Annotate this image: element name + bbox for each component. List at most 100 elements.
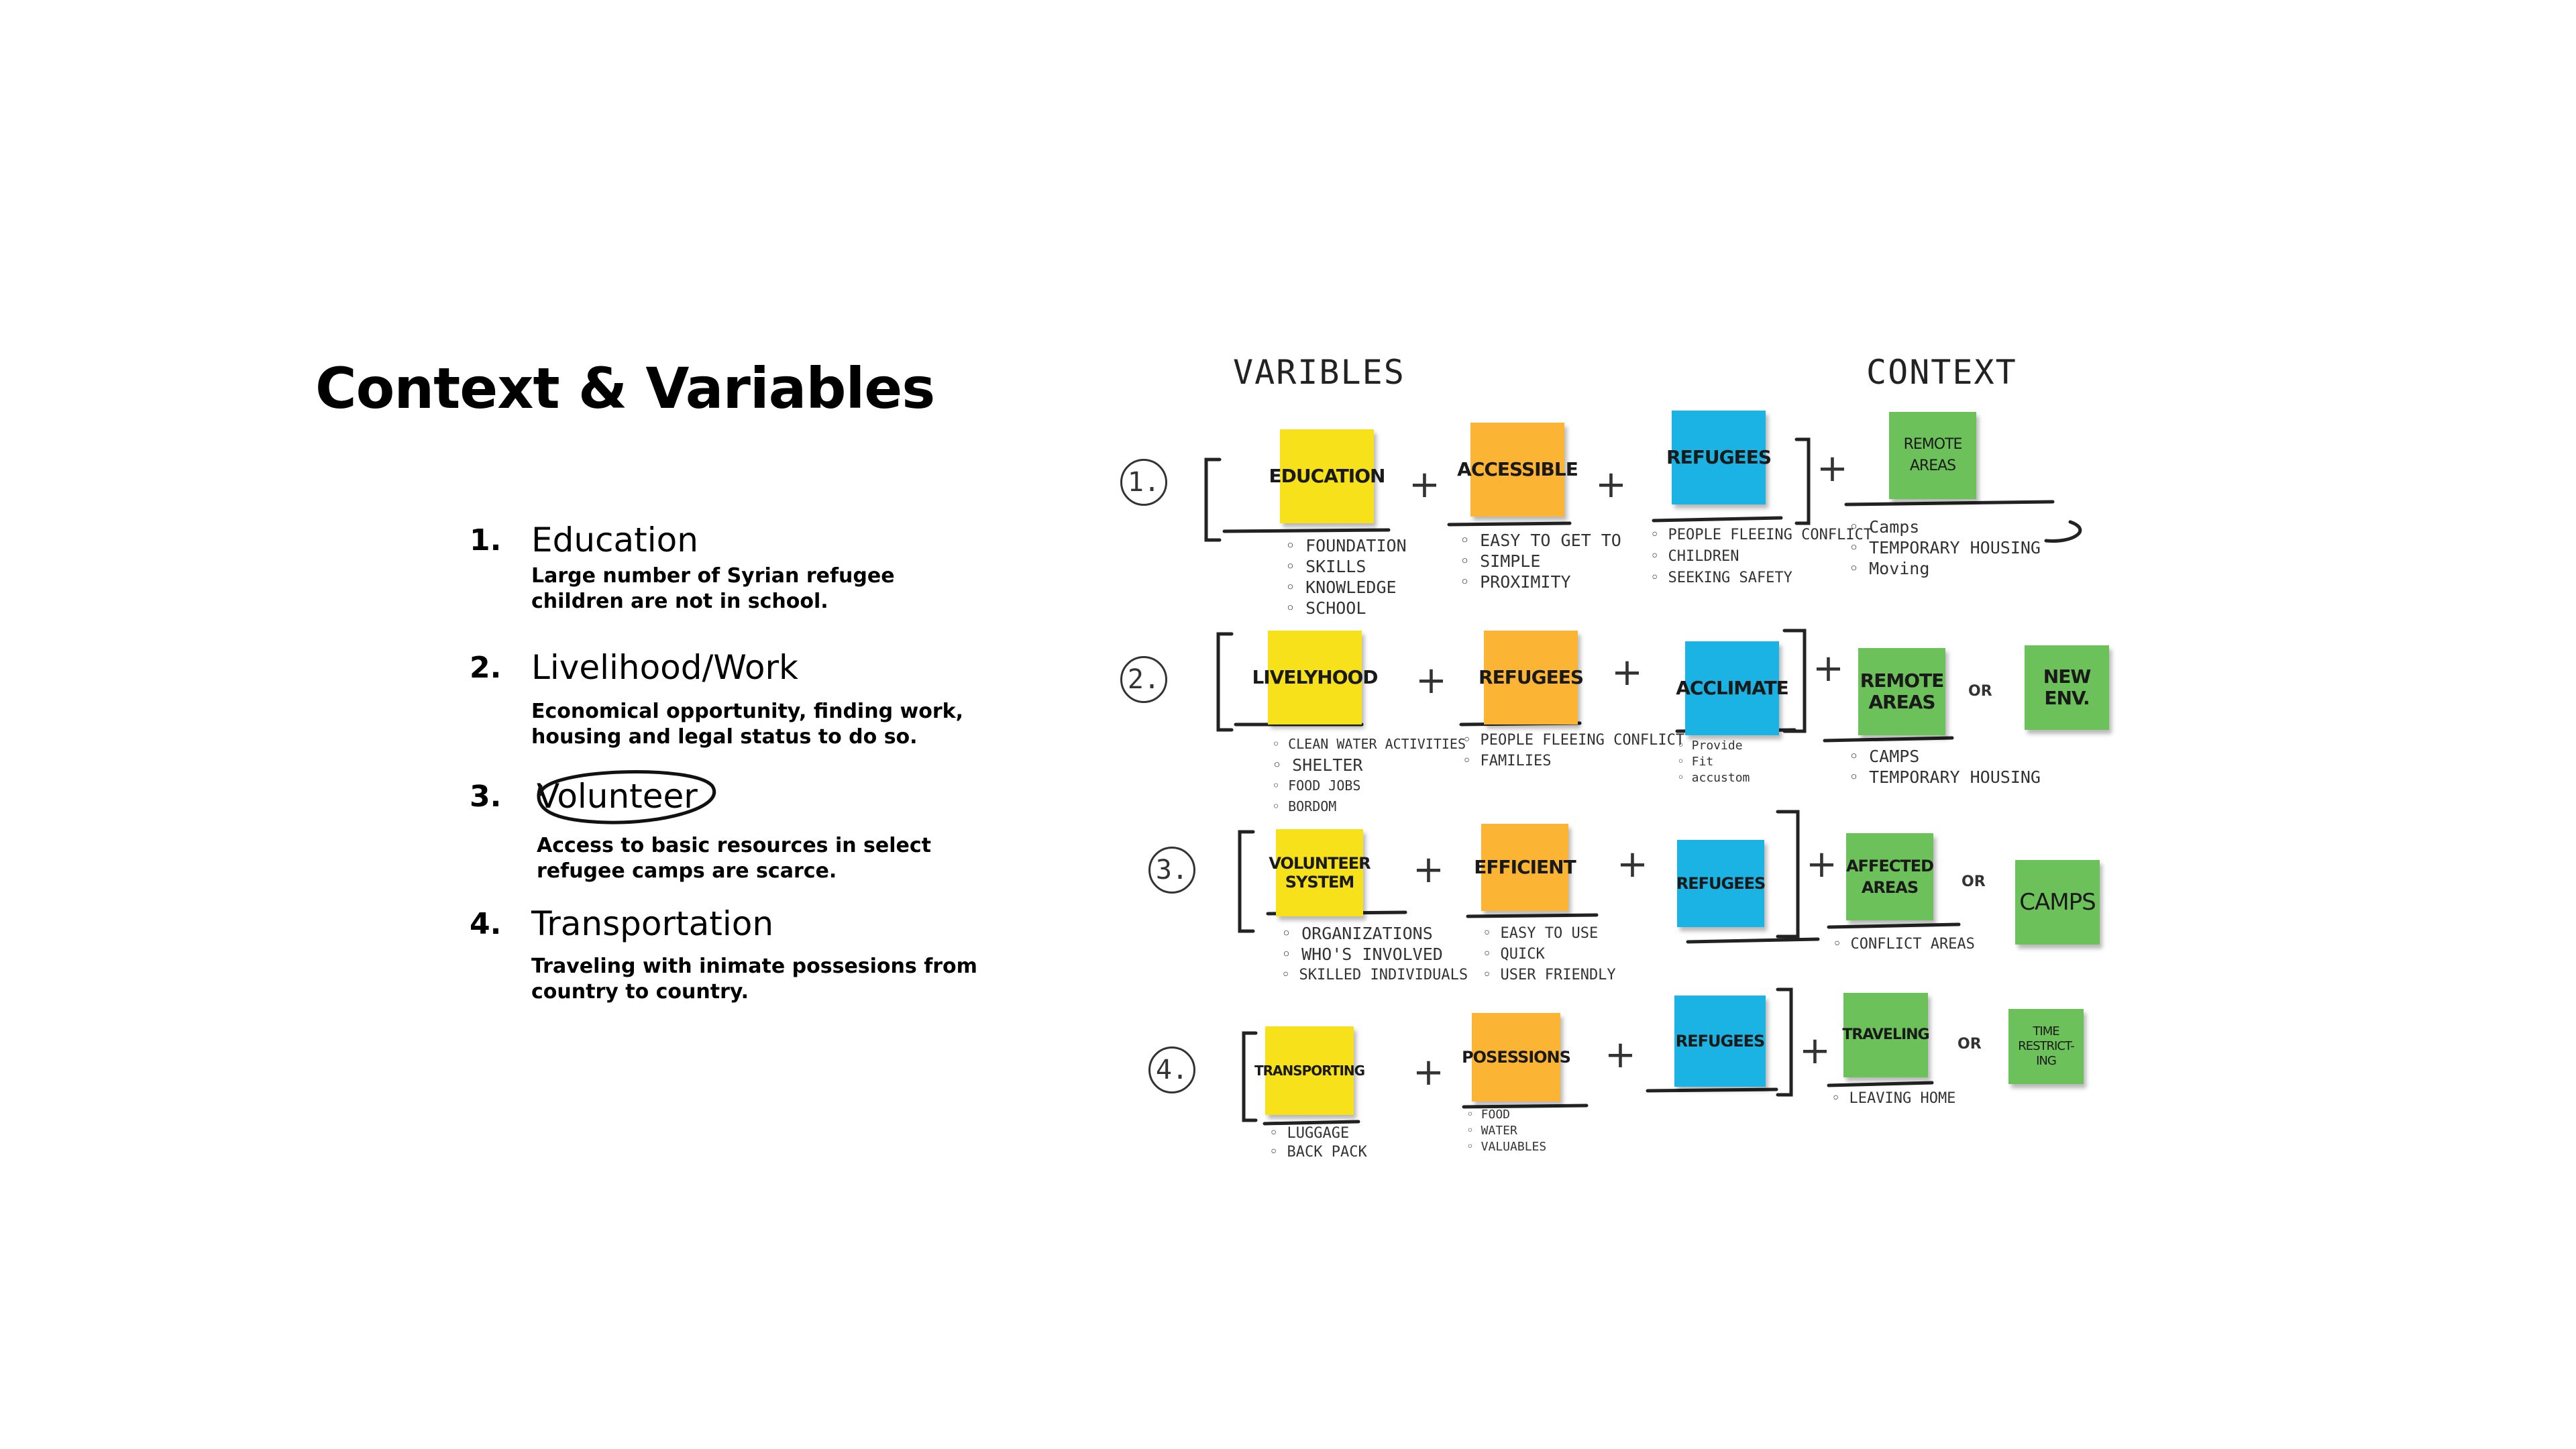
plus-sign: + [1617, 843, 1648, 886]
plus-sign: + [1605, 1033, 1636, 1077]
note-text: ◦ SHELTER [1272, 755, 1363, 775]
sticky-note-time-restricting: TIME RESTRICT-ING [2008, 1009, 2084, 1084]
plus-sign: + [1799, 1029, 1831, 1073]
note-text: ◦ KNOWLEDGE [1285, 578, 1397, 597]
item-description: Large number of Syrian refugee children … [531, 564, 895, 613]
note-text: ◦ BORDOM [1272, 798, 1337, 814]
sticky-note-camps: CAMPS [2015, 860, 2100, 945]
note-text: ◦ PROXIMITY [1460, 572, 1571, 592]
sticky-note-traveling: TRAVELING [1842, 993, 1930, 1077]
plus-sign: + [1409, 463, 1440, 506]
plus-sign: + [1413, 1051, 1444, 1094]
notes-list: ◦ Provide ◦ Fit ◦ accustom [1677, 738, 1750, 786]
plus-sign: + [1817, 447, 1848, 490]
item-description: Traveling with inimate possesions from c… [531, 955, 977, 1004]
sticky-note-refugees: REFUGEES [1676, 840, 1766, 927]
sticky-note-refugees: REFUGEES [1479, 631, 1584, 724]
item-heading: Volunteer [537, 777, 698, 816]
or-label: OR [1957, 1036, 1982, 1053]
note-text: ◦ Provide [1677, 739, 1743, 753]
item-number: 2. [470, 651, 502, 685]
sticky-note-remote-areas: REMOTE AREAS [1889, 412, 1976, 499]
notes-list: ◦ PEOPLE FLEEING CONFLICT ◦ CHILDREN ◦ S… [1650, 525, 1872, 589]
or-label: OR [1968, 683, 1992, 700]
whiteboard-diagram: VARIBLES CONTEXT 1. EDUCATION + ACCESSIB… [1087, 335, 2174, 1181]
note-text: ◦ EASY TO USE [1483, 925, 1599, 942]
row-number-1: 1. [1120, 459, 1167, 506]
note-text: ◦ LEAVING HOME [1831, 1090, 1956, 1107]
sticky-note-acclimate: ACCLIMATE [1676, 641, 1789, 735]
row-number-4: 4. [1148, 1046, 1195, 1093]
item-heading: Transportation [531, 904, 774, 943]
plus-sign: + [1611, 651, 1643, 694]
sticky-note-remote-areas: REMOTE AREAS [1858, 648, 1945, 735]
notes-list: ◦ LEAVING HOME [1831, 1088, 1955, 1109]
sticky-note-transporting: TRANSPORTING [1254, 1026, 1365, 1115]
note-text: ◦ SEEKING SAFETY [1650, 570, 1792, 586]
item-heading: Education [531, 521, 698, 559]
note-text: ◦ SKILLED INDIVIDUALS [1281, 967, 1468, 983]
sticky-note-new-env: NEW ENV. [2025, 645, 2109, 730]
note-text: ◦ BACK PACK [1269, 1144, 1367, 1161]
notes-list: ◦ FOUNDATION ◦ SKILLS ◦ KNOWLEDGE ◦ SCHO… [1285, 535, 1407, 619]
note-text: ◦ CLEAN WATER ACTIVITIES [1272, 736, 1466, 752]
item-heading-highlighted: Volunteer [537, 770, 716, 824]
note-text: ◦ PEOPLE FLEEING CONFLICT [1462, 732, 1685, 749]
note-text: ◦ SIMPLE [1460, 551, 1541, 571]
note-text: ◦ SKILLS [1285, 557, 1366, 576]
sticky-note-accessible: ACCESSIBLE [1457, 423, 1578, 517]
note-text: ◦ TEMPORARY HOUSING [1849, 538, 2041, 557]
item-heading: Livelihood/Work [531, 648, 798, 687]
note-text: ◦ Camps [1849, 517, 1920, 537]
page-title: Context & Variables [315, 356, 935, 421]
note-text: ◦ SCHOOL [1285, 598, 1366, 618]
plus-sign: + [1806, 843, 1837, 886]
note-text: ◦ VALUABLES [1466, 1140, 1547, 1154]
item-description: Economical opportunity, finding work, ho… [531, 700, 963, 749]
note-text: ◦ CONFLICT AREAS [1833, 936, 1975, 953]
sticky-note-refugees: REFUGEES [1666, 411, 1772, 504]
notes-list: ◦ CLEAN WATER ACTIVITIES ◦ SHELTER ◦ FOO… [1272, 734, 1466, 817]
row-number-2: 2. [1120, 656, 1167, 703]
item-number: 3. [470, 780, 502, 814]
context-header: CONTEXT [1866, 353, 2017, 392]
row-number-3: 3. [1148, 847, 1195, 894]
sticky-note-education: EDUCATION [1269, 429, 1385, 523]
sticky-note-refugees: REFUGEES [1674, 996, 1766, 1087]
note-text: ◦ LUGGAGE [1269, 1125, 1350, 1142]
plus-sign: + [1813, 647, 1844, 690]
variables-header: VARIBLES [1233, 353, 1405, 392]
note-text: ◦ FOOD [1466, 1108, 1511, 1122]
notes-list: ◦ FOOD ◦ WATER ◦ VALUABLES [1466, 1107, 1546, 1155]
notes-list: ◦ CONFLICT AREAS [1833, 934, 1975, 955]
notes-list: ◦ PEOPLE FLEEING CONFLICT ◦ FAMILIES [1462, 730, 1684, 771]
note-text: ◦ CHILDREN [1650, 548, 1739, 565]
note-text: ◦ Fit [1677, 755, 1714, 769]
note-text: ◦ EASY TO GET TO [1460, 531, 1621, 550]
notes-list: ◦ ORGANIZATIONS ◦ WHO'S INVOLVED ◦ SKILL… [1281, 923, 1468, 985]
highlight-circle-icon [537, 770, 716, 824]
notes-list: ◦ EASY TO GET TO ◦ SIMPLE ◦ PROXIMITY [1460, 530, 1621, 592]
sticky-note-volunteer-system: VOLUNTEER SYSTEM [1269, 829, 1371, 916]
note-text: ◦ WHO'S INVOLVED [1281, 945, 1443, 964]
note-text: ◦ FOOD JOBS [1272, 777, 1361, 794]
note-text: ◦ QUICK [1483, 946, 1545, 963]
sticky-note-affected-areas: AFFECTED AREAS [1846, 833, 1934, 920]
or-label: OR [1962, 873, 1986, 890]
plus-sign: + [1595, 463, 1627, 506]
note-text: ◦ USER FRIENDLY [1483, 967, 1616, 983]
note-text: ◦ ORGANIZATIONS [1281, 924, 1433, 943]
plus-sign: + [1415, 659, 1447, 702]
notes-list: ◦ LUGGAGE ◦ BACK PACK [1269, 1124, 1367, 1162]
note-text: ◦ TEMPORARY HOUSING [1849, 767, 2041, 787]
notes-list: ◦ EASY TO USE ◦ QUICK ◦ USER FRIENDLY [1483, 923, 1616, 985]
sticky-note-posessions: POSESSIONS [1462, 1013, 1571, 1102]
note-text: ◦ accustom [1677, 771, 1750, 785]
sticky-note-efficient: EFFICIENT [1474, 824, 1576, 911]
note-text: ◦ Moving [1849, 559, 1930, 578]
plus-sign: + [1413, 848, 1444, 892]
note-text: ◦ CAMPS [1849, 747, 1920, 766]
item-description: Access to basic resources in select refu… [537, 834, 932, 883]
note-text: ◦ WATER [1466, 1124, 1517, 1138]
item-number: 4. [470, 907, 502, 941]
